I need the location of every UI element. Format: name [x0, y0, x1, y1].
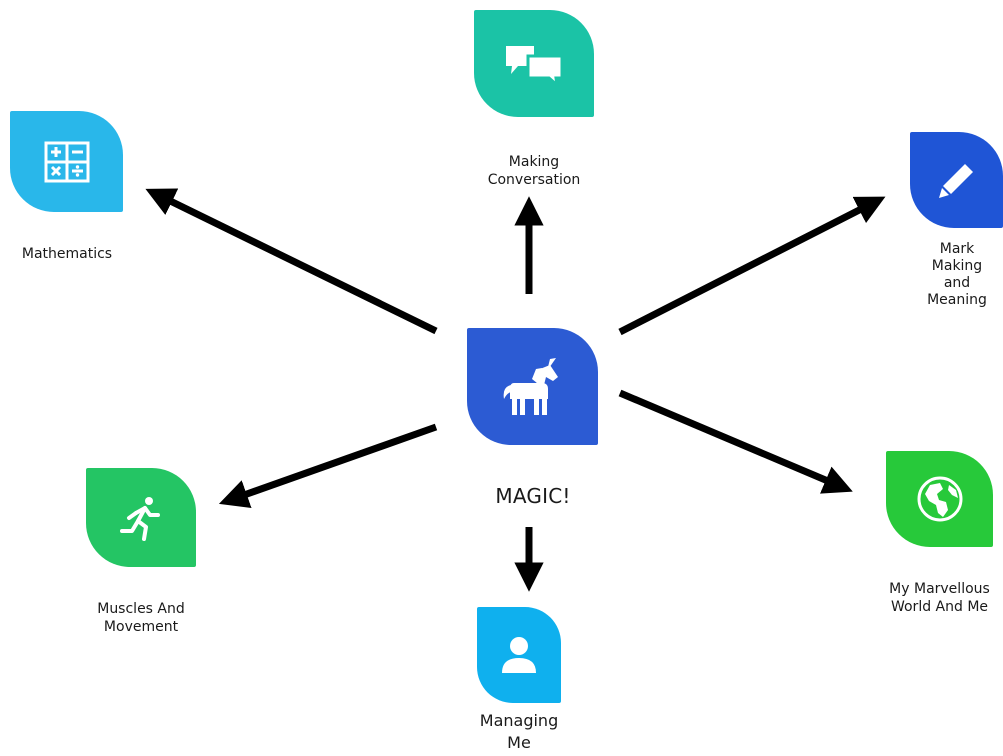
arrow-to-mathematics — [145, 188, 438, 335]
muscles-movement-tile[interactable] — [86, 468, 196, 567]
calculator-icon — [44, 141, 89, 182]
mark-making-tile[interactable] — [910, 132, 1003, 228]
marvellous-world-label: My Marvellous World And Me — [889, 581, 990, 615]
person-icon — [502, 637, 536, 673]
making-conversation-label: Making Conversation — [487, 154, 581, 188]
arrow-to-muscles-movement — [218, 423, 438, 508]
unicorn-icon — [503, 357, 558, 415]
magic-tile[interactable] — [467, 328, 598, 445]
running-person-icon — [120, 496, 160, 541]
muscles-movement-label: Muscles And Movement — [97, 601, 185, 635]
magic-label: MAGIC! — [495, 484, 571, 508]
managing-me-tile[interactable] — [477, 607, 561, 703]
arrow-to-mark-making — [618, 196, 886, 336]
managing-me-label: Managing Me — [479, 711, 559, 752]
pencil-icon — [938, 164, 973, 198]
arrow-to-marvellous-world — [618, 389, 853, 494]
chat-bubbles-icon — [506, 45, 564, 86]
mathematics-tile[interactable] — [10, 111, 123, 212]
making-conversation-tile[interactable] — [474, 10, 594, 117]
globe-icon — [917, 476, 962, 522]
marvellous-world-tile[interactable] — [886, 451, 993, 547]
mathematics-label: Mathematics — [21, 246, 113, 262]
mark-making-label: Mark Making and Meaning — [927, 241, 987, 308]
